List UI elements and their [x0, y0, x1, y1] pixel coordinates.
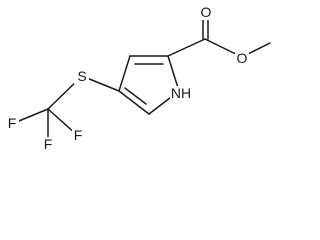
bond-c4-c3: [118, 55, 131, 92]
bond-c2-ccarbonyl: [167, 38, 206, 57]
bonds: [13, 9, 271, 144]
atom-o-ester: O: [237, 50, 248, 66]
chemical-structure: O O S F F F NH: [6, 4, 271, 152]
atom-sulfur: S: [77, 68, 86, 84]
bond-c-f1: [13, 108, 49, 124]
bond-c2-n1: [167, 55, 180, 92]
atom-o-carbonyl: O: [201, 4, 212, 20]
bond-c5-c4: [118, 90, 150, 115]
atom-nh: NH: [171, 85, 191, 101]
atom-fluorine-2: F: [44, 136, 53, 152]
atom-fluorine-3: F: [74, 127, 83, 143]
bond-c5-c4-inner: [124, 87, 147, 105]
atom-labels: O O S F F F NH: [6, 4, 249, 152]
atom-fluorine-1: F: [8, 115, 17, 131]
